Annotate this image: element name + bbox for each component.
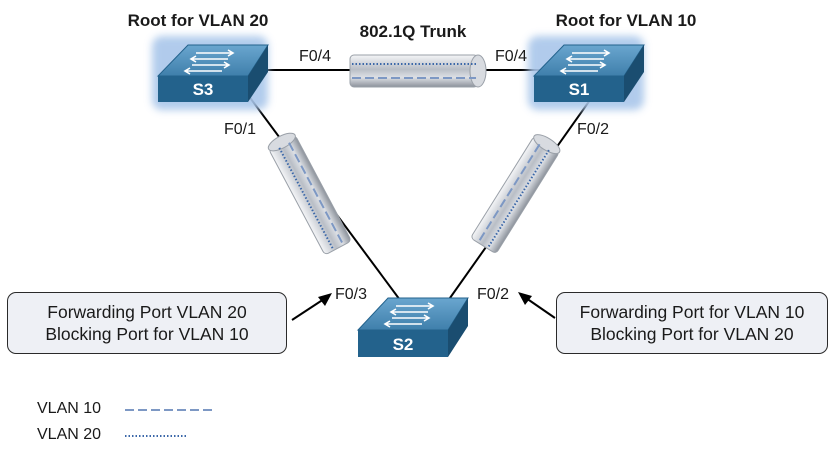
- switch-arrows-icon: [383, 302, 435, 328]
- legend-vlan20: VLAN 20: [37, 426, 101, 444]
- switch-s3[interactable]: S3: [152, 36, 269, 110]
- vlan10-line-right: [478, 143, 541, 242]
- port-label-s2-f02: F0/2: [477, 286, 509, 303]
- callout-right-line2: Blocking Port for VLAN 20: [590, 324, 794, 344]
- port-label-s1-f04: F0/4: [495, 48, 527, 65]
- port-label-s1-f02: F0/2: [577, 121, 609, 138]
- callout-arrow-right: [518, 292, 556, 319]
- legend-label-vlan20: VLAN 20: [37, 426, 102, 443]
- trunk-title: 802.1Q Trunk: [360, 22, 467, 41]
- vlan20-line-left: [278, 147, 334, 250]
- callout-left: Forwarding Port VLAN 20 Blocking Port fo…: [7, 292, 287, 354]
- callout-left-line1: Forwarding Port VLAN 20: [47, 302, 247, 322]
- switch-arrows-icon: [559, 49, 611, 75]
- legend-label-vlan10: VLAN 10: [37, 400, 102, 417]
- switch-s2[interactable]: S2: [356, 297, 469, 357]
- switch-s1[interactable]: S1: [528, 36, 645, 110]
- port-label-s2-f03: F0/3: [335, 286, 367, 303]
- callout-right: Forwarding Port for VLAN 10 Blocking Por…: [556, 292, 828, 354]
- callout-arrow-left: [291, 293, 332, 321]
- trunk-tube-left: [267, 132, 351, 255]
- trunk-tube-top: [349, 54, 487, 88]
- callout-right-line1: Forwarding Port for VLAN 10: [579, 302, 805, 322]
- root-label-s3: Root for VLAN 20: [128, 11, 269, 30]
- callout-left-line2: Blocking Port for VLAN 10: [45, 324, 249, 344]
- switch-arrows-icon: [183, 49, 235, 75]
- port-label-s3-f04: F0/4: [299, 48, 331, 65]
- switch-s2-label: S2: [393, 335, 414, 354]
- root-label-s1: Root for VLAN 10: [556, 11, 697, 30]
- switch-s1-label: S1: [569, 80, 590, 99]
- switch-s3-label: S3: [193, 80, 214, 99]
- vlan10-line-left: [288, 142, 344, 244]
- port-label-s3-f01: F0/1: [224, 121, 256, 138]
- legend-vlan10: VLAN 10: [37, 400, 101, 418]
- trunk-tube-right: [471, 134, 561, 253]
